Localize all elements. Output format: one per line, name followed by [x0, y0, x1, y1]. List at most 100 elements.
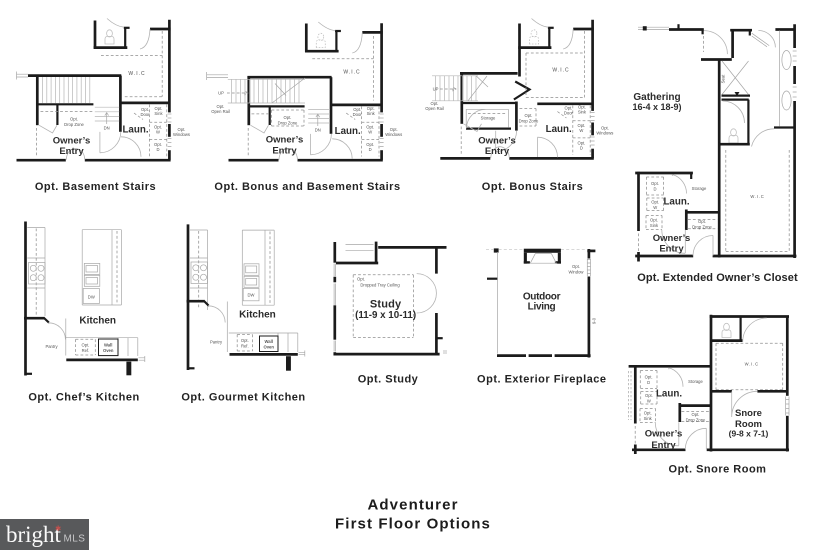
- svg-text:Opt. Chef’s Kitchen: Opt. Chef’s Kitchen: [28, 392, 139, 404]
- svg-text:Oven: Oven: [103, 348, 114, 353]
- svg-text:Opt.: Opt.: [178, 127, 186, 132]
- svg-text:First Floor Options: First Floor Options: [335, 516, 491, 533]
- svg-text:Ref.: Ref.: [82, 348, 90, 353]
- svg-text:Opt.: Opt.: [577, 123, 585, 128]
- svg-text:Outdoor: Outdoor: [523, 292, 561, 303]
- svg-text:Sink: Sink: [154, 111, 163, 116]
- svg-text:Storage: Storage: [481, 115, 496, 120]
- svg-text:Opt.: Opt.: [82, 342, 90, 347]
- svg-text:Windows: Windows: [596, 131, 613, 136]
- svg-text:Owner’s: Owner’s: [53, 136, 91, 147]
- svg-text:Opt.: Opt.: [366, 125, 374, 130]
- svg-text:Dropped Tray Ceiling: Dropped Tray Ceiling: [360, 282, 400, 287]
- svg-text:Kitchen: Kitchen: [239, 310, 276, 321]
- svg-text:Opt.: Opt.: [284, 115, 292, 120]
- svg-text:Storage: Storage: [688, 379, 703, 384]
- svg-text:Ref.: Ref.: [241, 343, 249, 348]
- svg-text:Room: Room: [735, 419, 762, 430]
- svg-text:D: D: [369, 147, 372, 152]
- svg-text:Opt.: Opt.: [155, 106, 163, 111]
- svg-text:Open Rail: Open Rail: [425, 106, 444, 111]
- svg-text:Drop Zone: Drop Zone: [692, 224, 712, 229]
- svg-text:Laun.: Laun.: [656, 389, 682, 400]
- svg-text:Opt.: Opt.: [353, 107, 361, 112]
- svg-text:Laun.: Laun.: [335, 126, 361, 137]
- svg-text:Opt.: Opt.: [357, 276, 365, 281]
- svg-text:Opt.: Opt.: [601, 126, 609, 131]
- svg-text:9-0: 9-0: [592, 317, 597, 324]
- svg-text:Opt.: Opt.: [651, 200, 659, 205]
- svg-text:Opt.: Opt.: [366, 142, 374, 147]
- svg-text:Opt.: Opt.: [154, 125, 162, 130]
- svg-text:Opt.: Opt.: [564, 106, 572, 111]
- svg-text:Opt.: Opt.: [651, 181, 659, 186]
- svg-text:Opt.: Opt.: [644, 411, 652, 416]
- svg-text:Opt.: Opt.: [70, 117, 78, 122]
- svg-text:W.I.C: W.I.C: [745, 362, 759, 367]
- svg-text:Opt. Extended Owner’s Closet: Opt. Extended Owner’s Closet: [637, 272, 798, 284]
- svg-text:Opt.: Opt.: [217, 104, 225, 109]
- svg-text:✱: ✱: [55, 524, 62, 533]
- svg-text:Opt.: Opt.: [431, 101, 439, 106]
- svg-text:Opt. Exterior Fireplace: Opt. Exterior Fireplace: [477, 374, 606, 386]
- svg-text:Opt. Bonus and Basement Stairs: Opt. Bonus and Basement Stairs: [214, 181, 400, 193]
- svg-text:Snore: Snore: [735, 408, 762, 419]
- svg-text:Opt.: Opt.: [241, 338, 249, 343]
- svg-text:Gathering: Gathering: [633, 92, 680, 103]
- svg-text:Pantry: Pantry: [45, 344, 58, 349]
- svg-text:Entry: Entry: [659, 244, 684, 255]
- svg-text:Sink: Sink: [578, 110, 587, 115]
- svg-text:Owner’s: Owner’s: [653, 233, 691, 244]
- svg-text:Opt.: Opt.: [525, 113, 533, 118]
- svg-text:Opt. Gourmet Kitchen: Opt. Gourmet Kitchen: [181, 392, 305, 404]
- svg-text:Door: Door: [564, 111, 574, 116]
- svg-text:Oven: Oven: [263, 345, 274, 350]
- svg-text:Entry: Entry: [272, 146, 297, 157]
- svg-text:Laun.: Laun.: [122, 125, 148, 136]
- svg-text:W.I.C: W.I.C: [128, 71, 145, 77]
- svg-text:D: D: [580, 146, 583, 151]
- svg-text:Living: Living: [528, 302, 556, 313]
- svg-text:(9-8 x 7-1): (9-8 x 7-1): [729, 429, 769, 439]
- svg-text:Sink: Sink: [650, 223, 659, 228]
- svg-text:Owner’s: Owner’s: [478, 136, 516, 147]
- svg-text:bright: bright: [6, 522, 62, 547]
- svg-text:Opt. Bonus Stairs: Opt. Bonus Stairs: [482, 181, 583, 193]
- svg-text:Drop Zone: Drop Zone: [519, 119, 539, 124]
- svg-text:Opt.: Opt.: [645, 375, 653, 380]
- svg-text:Entry: Entry: [59, 146, 84, 157]
- svg-text:(11-9 x 10-11): (11-9 x 10-11): [355, 310, 416, 321]
- svg-text:DN: DN: [315, 128, 321, 133]
- svg-text:Opt. Study: Opt. Study: [358, 374, 419, 386]
- svg-text:Sink: Sink: [644, 416, 653, 421]
- svg-text:Seat: Seat: [721, 74, 726, 83]
- svg-text:Owner’s: Owner’s: [645, 429, 683, 440]
- svg-text:Opt.: Opt.: [572, 264, 580, 269]
- svg-text:Kitchen: Kitchen: [79, 316, 116, 327]
- svg-text:Study: Study: [370, 299, 402, 311]
- svg-text:Open Rail: Open Rail: [211, 109, 230, 114]
- svg-text:UP: UP: [433, 87, 439, 92]
- svg-text:D: D: [647, 380, 650, 385]
- svg-text:Owner’s: Owner’s: [266, 135, 304, 146]
- svg-text:Sink: Sink: [367, 111, 376, 116]
- svg-text:D: D: [653, 187, 656, 192]
- svg-text:UP: UP: [218, 91, 224, 96]
- svg-text:Laun.: Laun.: [663, 197, 689, 208]
- svg-text:Opt.: Opt.: [692, 412, 700, 417]
- svg-text:Opt.: Opt.: [390, 127, 398, 132]
- svg-text:Door: Door: [353, 112, 363, 117]
- svg-text:DW: DW: [248, 293, 255, 298]
- svg-text:Opt.: Opt.: [578, 105, 586, 110]
- svg-text:Drop Zone: Drop Zone: [278, 121, 298, 126]
- svg-text:Laun.: Laun.: [546, 124, 572, 135]
- svg-text:Door: Door: [140, 112, 150, 117]
- svg-text:DN: DN: [104, 126, 110, 131]
- svg-text:W: W: [368, 130, 372, 135]
- svg-text:Entry: Entry: [485, 146, 510, 157]
- svg-text:Windows: Windows: [173, 132, 190, 137]
- svg-text:Wall: Wall: [104, 342, 112, 347]
- svg-text:Storage: Storage: [692, 186, 707, 191]
- svg-text:Opt.: Opt.: [650, 218, 658, 223]
- svg-text:Wall: Wall: [264, 339, 272, 344]
